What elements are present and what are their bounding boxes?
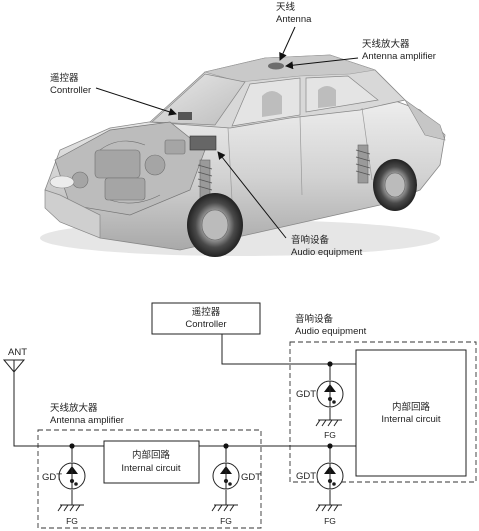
gdt-label-audio-bottom: GDT bbox=[296, 471, 316, 482]
controller-unit bbox=[178, 112, 192, 120]
gdt-label-amp-left: GDT bbox=[42, 472, 62, 483]
audio-internal-zh: 内部回路 bbox=[392, 401, 431, 413]
amp-internal-en: Internal circuit bbox=[121, 463, 180, 474]
ground-amp-left bbox=[57, 504, 84, 512]
audio-internal-circuit-box bbox=[355, 349, 467, 477]
amp-internal-zh: 内部回路 bbox=[132, 449, 171, 461]
amp-internal-circuit-box bbox=[103, 440, 200, 484]
gdt-label-audio-top: GDT bbox=[296, 389, 316, 400]
antenna-arrow bbox=[279, 26, 296, 61]
fg-label-amp-right: FG bbox=[220, 516, 232, 526]
circuit-diagram: 遥控器 Controller 音响设备 Audio equipment 内部回路… bbox=[2, 302, 477, 529]
ground-audio-top bbox=[315, 419, 342, 427]
ant-label: ANT bbox=[8, 347, 27, 358]
gdt-audio-top bbox=[316, 380, 344, 408]
audio-internal-en: Internal circuit bbox=[381, 414, 440, 425]
controller-arrow bbox=[95, 87, 177, 116]
circuit-audio-en: Audio equipment bbox=[295, 326, 367, 337]
controller-label-en: Controller bbox=[50, 85, 91, 96]
audio-unit bbox=[189, 135, 217, 151]
controller-label-zh: 遥控器 bbox=[50, 72, 79, 84]
wires bbox=[13, 334, 356, 505]
roof-antenna bbox=[268, 62, 284, 70]
circuit-audio-zh: 音响设备 bbox=[295, 313, 334, 325]
gdt-amp-right bbox=[212, 462, 240, 490]
circuit-controller-zh: 遥控器 bbox=[192, 306, 221, 318]
audio-equipment-label-zh: 音响设备 bbox=[291, 234, 330, 246]
antenna-amplifier-label-zh: 天线放大器 bbox=[362, 38, 410, 50]
fg-label-audio-bottom: FG bbox=[324, 516, 336, 526]
fg-label-audio-top: FG bbox=[324, 430, 336, 440]
antenna-label-zh: 天线 bbox=[276, 1, 296, 13]
gdt-audio-bottom bbox=[316, 462, 344, 490]
ground-amp-right bbox=[211, 504, 238, 512]
antenna-amplifier-arrow bbox=[285, 57, 359, 70]
car-illustration bbox=[40, 54, 446, 257]
ground-audio-bottom bbox=[315, 504, 342, 512]
audio-equipment-box bbox=[289, 341, 477, 483]
fg-label-amp-left: FG bbox=[66, 516, 78, 526]
antenna-amplifier-label-en: Antenna amplifier bbox=[362, 51, 436, 62]
audio-equipment-label-en: Audio equipment bbox=[291, 247, 363, 258]
gdt-amp-left bbox=[58, 462, 86, 490]
circuit-amp-en: Antenna amplifier bbox=[50, 415, 124, 426]
circuit-amp-zh: 天线放大器 bbox=[50, 402, 98, 414]
antenna-label-en: Antenna bbox=[276, 14, 312, 25]
antenna-amplifier-box bbox=[37, 429, 262, 529]
illustration-labels: 天线 Antenna 天线放大器 Antenna amplifier 遥控器 C… bbox=[50, 1, 436, 258]
gdt-label-amp-right: GDT bbox=[241, 472, 261, 483]
illustration-arrows bbox=[95, 26, 359, 239]
circuit-controller-en: Controller bbox=[185, 319, 226, 330]
audio-equipment-arrow bbox=[217, 151, 287, 239]
junctions bbox=[69, 361, 333, 449]
controller-box bbox=[151, 302, 261, 335]
